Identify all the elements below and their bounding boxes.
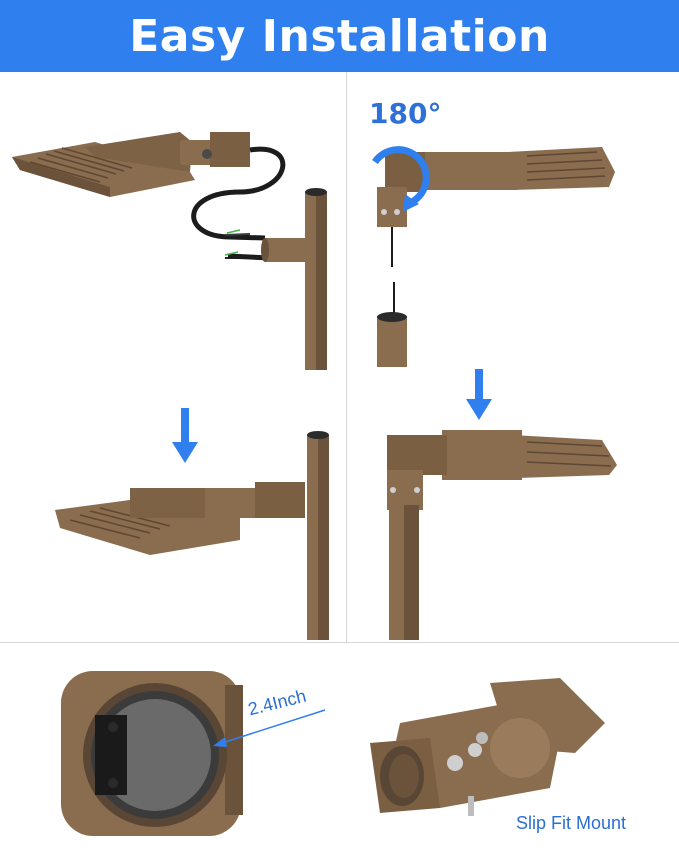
diameter-indicator-arrow <box>213 709 326 747</box>
slip-fit-mount-label: Slip Fit Mount <box>516 813 627 833</box>
step-wire-connection-illustration <box>12 132 327 370</box>
light-fixture <box>387 430 617 510</box>
divider-vertical <box>346 72 347 642</box>
step-rotate-illustration <box>372 146 615 367</box>
step-mounted-side-illustration <box>55 431 329 640</box>
pole <box>261 188 327 370</box>
slip-fitter-front-view <box>61 671 243 836</box>
rotate-arrow-icon <box>372 146 430 206</box>
light-fixture <box>55 482 305 555</box>
page-title: Easy Installation <box>129 10 550 62</box>
pole <box>389 505 419 640</box>
rotation-angle-label: 180° <box>369 97 442 130</box>
light-fixture <box>377 147 615 227</box>
power-cable <box>191 146 286 241</box>
down-arrow-icon <box>172 408 198 463</box>
light-fixture <box>12 132 250 197</box>
pole <box>307 431 329 640</box>
down-arrow-icon <box>466 369 492 420</box>
step-mounted-top-illustration <box>387 430 617 640</box>
pole <box>377 317 407 367</box>
divider-horizontal <box>0 642 679 643</box>
slip-fit-mount-illustration <box>370 678 605 816</box>
title-banner: Easy Installation <box>0 0 679 72</box>
